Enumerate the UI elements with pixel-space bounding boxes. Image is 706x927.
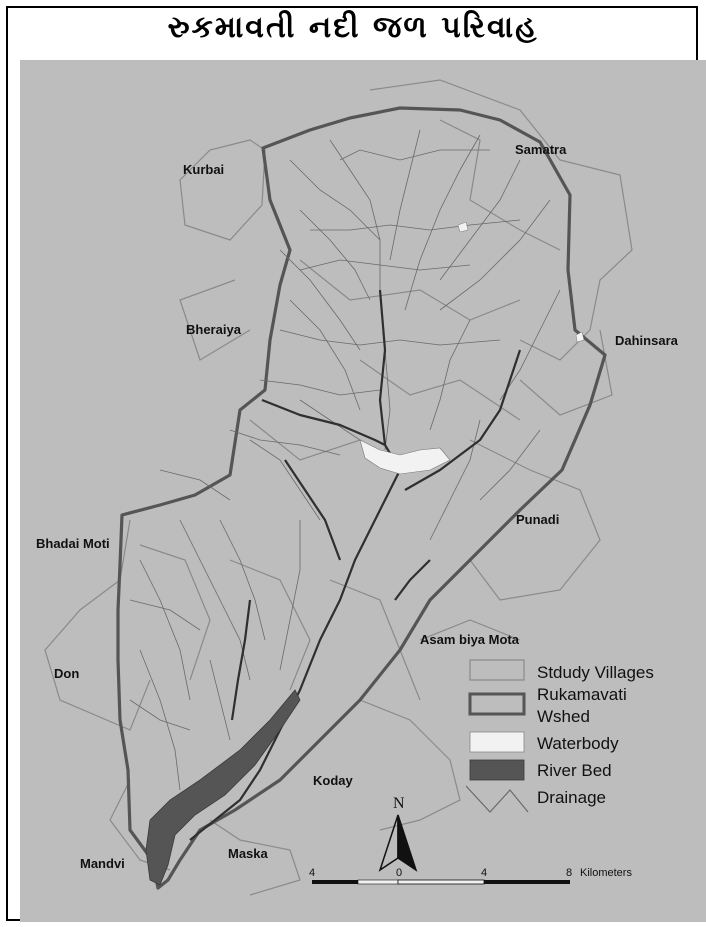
scale-tick-4: 8: [566, 867, 572, 879]
scale-tick-3: 4: [481, 867, 487, 879]
legend-label-watershed-2: Wshed: [537, 707, 590, 726]
village-label-asambiya-mota: Asam biya Mota: [420, 632, 520, 647]
legend-swatch-drainage: [465, 785, 529, 813]
village-label-koday: Koday: [313, 773, 354, 788]
village-label-bheraiya: Bheraiya: [186, 322, 242, 337]
village-label-punadi: Punadi: [516, 512, 559, 527]
scale-segment-3: [397, 879, 485, 885]
legend-label-villages: Stdudy Villages: [537, 663, 654, 682]
drainage-network: [129, 129, 561, 791]
legend-label-watershed-1: Rukamavati: [537, 685, 627, 704]
scale-tick-1: 4: [309, 867, 315, 879]
legend-label-waterbody: Waterbody: [537, 734, 619, 753]
scale-segment-2: [357, 879, 399, 885]
scale-segment-1: [312, 880, 398, 884]
village-label-samatra: Samatra: [515, 142, 567, 157]
north-arrow-right-icon: [397, 814, 418, 872]
river-bed: [145, 689, 301, 886]
main-river-channels: [189, 289, 522, 841]
small-waterbody: [457, 221, 469, 233]
legend-label-drainage: Drainage: [537, 788, 606, 807]
legend-swatch-waterbody: [469, 731, 525, 753]
legend-swatch-watershed: [468, 692, 526, 716]
waterbody-reservoir: [359, 439, 451, 475]
legend-swatch-riverbed: [469, 759, 525, 781]
scale-unit: Kilometers: [580, 867, 632, 879]
village-label-kurbai: Kurbai: [183, 162, 224, 177]
north-arrow-left-icon: [378, 814, 399, 872]
map-legend: Stdudy Villages Rukamavati Wshed Waterbo…: [465, 659, 654, 813]
map-title: રુકમાવતી નદી જળ પરિવાહ: [167, 10, 539, 45]
village-label-don: Don: [54, 666, 79, 681]
scale-bar: 4 0 4 8 Kilometers: [309, 867, 632, 885]
village-label-mandvi: Mandvi: [80, 856, 125, 871]
village-label-maska: Maska: [228, 846, 269, 861]
village-label-dahinsara: Dahinsara: [615, 333, 679, 348]
scale-tick-2: 0: [396, 867, 402, 879]
north-arrow: N: [378, 795, 418, 872]
scale-segment-4: [484, 880, 570, 884]
village-label-bhadai-moti: Bhadai Moti: [36, 536, 110, 551]
legend-swatch-villages: [469, 659, 525, 681]
watershed-boundary: [116, 106, 607, 890]
legend-label-riverbed: River Bed: [537, 761, 612, 780]
north-label: N: [393, 795, 405, 812]
small-waterbody: [575, 331, 585, 343]
map-area[interactable]: [20, 60, 706, 922]
